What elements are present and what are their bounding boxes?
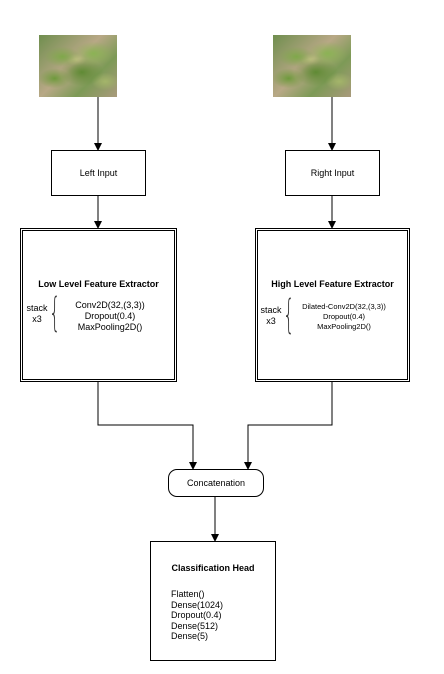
right-layer-2: Dropout(0.4) <box>322 312 366 321</box>
left-layer-list: Conv2D(32,(3,3)) Dropout(0.4) MaxPooling… <box>55 300 165 333</box>
left-leaf-image <box>39 35 117 97</box>
left-layer-1: Conv2D(32,(3,3)) <box>75 300 145 310</box>
concatenation-label: Concatenation <box>186 478 246 488</box>
right-layer-list: Dilated-Conv2D(32,(3,3)) Dropout(0.4) Ma… <box>288 302 400 332</box>
high-level-feature-extractor: High Level Feature Extractor stack x3 { … <box>255 228 410 382</box>
left-layer-3: MaxPooling2D() <box>77 322 143 332</box>
head-layer-3: Dropout(0.4) <box>171 610 222 620</box>
left-input-box: Left Input <box>51 150 146 196</box>
head-layer-5: Dense(5) <box>171 631 209 641</box>
right-stack-brace: { <box>283 292 295 338</box>
left-stack-brace: { <box>49 290 61 336</box>
arrow-left-extractor-to-concat <box>97 382 197 470</box>
low-level-extractor-title: Low Level Feature Extractor <box>38 279 159 289</box>
right-stack-label: stack x3 <box>260 305 282 326</box>
right-input-label: Right Input <box>310 168 355 178</box>
low-level-feature-extractor: Low Level Feature Extractor stack x3 { C… <box>20 228 177 382</box>
high-level-extractor-title: High Level Feature Extractor <box>271 279 394 289</box>
head-layer-4: Dense(512) <box>171 620 219 631</box>
head-layer-2: Dense(1024) <box>171 599 224 610</box>
right-input-box: Right Input <box>285 150 380 196</box>
head-layer-1: Flatten() <box>171 589 205 599</box>
right-layer-1: Dilated-Conv2D(32,(3,3)) <box>302 302 386 311</box>
concatenation-node: Concatenation <box>168 469 264 497</box>
right-leaf-image <box>273 35 351 97</box>
arrow-right-extractor-to-concat <box>244 382 333 470</box>
classification-head-title: Classification Head <box>171 563 255 573</box>
right-layer-3: MaxPooling2D() <box>317 322 371 331</box>
classification-head-layers: Flatten() Dense(1024) Dropout(0.4) Dense… <box>171 589 223 642</box>
left-stack-label: stack x3 <box>26 303 48 324</box>
classification-head: Classification Head Flatten() Dense(1024… <box>150 541 276 661</box>
left-input-label: Left Input <box>79 168 118 178</box>
left-layer-2: Dropout(0.4) <box>84 311 136 321</box>
